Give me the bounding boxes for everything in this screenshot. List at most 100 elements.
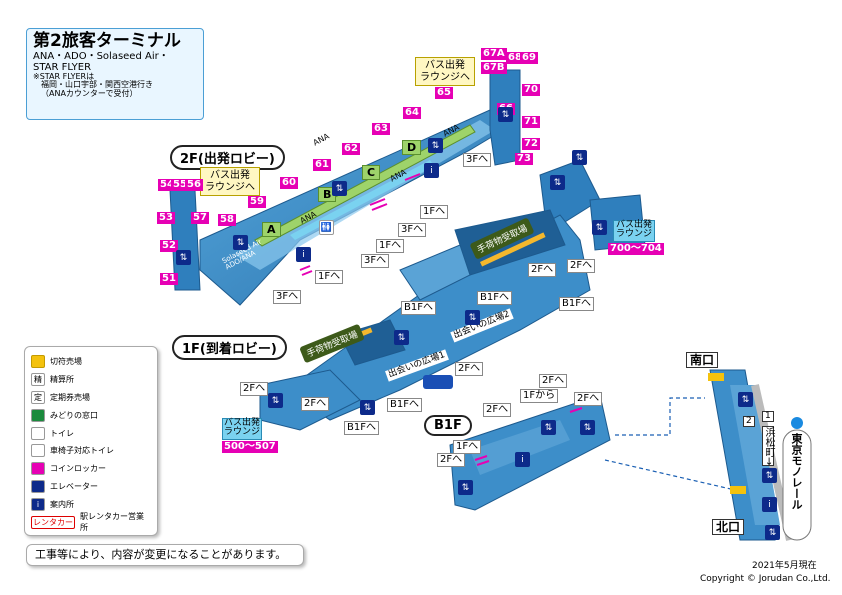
dashed-connectors — [604, 397, 736, 491]
bus-lounge-tag-left: バス出発 ラウンジへ — [200, 167, 260, 196]
legend-item: エレベーター — [31, 478, 151, 496]
track-2-label: 2 — [743, 416, 755, 427]
gate-53: 53 — [157, 212, 175, 224]
gate-72: 72 — [522, 138, 540, 150]
gate-68: 68 — [506, 52, 524, 64]
elevator-icon: ⇅ — [458, 480, 473, 495]
gate-62: 62 — [342, 143, 360, 155]
airlines-line2: STAR FLYER — [33, 61, 92, 73]
escalator-marks — [299, 173, 583, 466]
direction-d-2f-f: 2Fへ — [539, 374, 568, 388]
note-line1: ※STAR FLYERは — [33, 71, 95, 81]
footer-date: 2021年5月現在 — [752, 561, 817, 571]
elevator-icon: ⇅ — [360, 400, 375, 415]
elevator-icon: ⇅ — [498, 107, 513, 122]
direction-d-1f-c: 1Fへ — [315, 270, 344, 284]
note-line2: 福岡・山口宇部・関西空港行き — [41, 80, 153, 90]
gate-63: 63 — [372, 123, 390, 135]
legend-item: みどりの窓口 — [31, 406, 151, 424]
legend-label: コインロッカー — [50, 464, 106, 474]
direction-d-3f-c: 3Fへ — [361, 254, 390, 268]
bus-lounge-bottom: バス出発 ラウンジ — [222, 418, 262, 440]
toilet-icon: 🚻 — [319, 220, 334, 235]
airlines-line1: ANA・ADO・Solaseed Air・ — [33, 50, 169, 62]
direction-d-3f-b: 3Fへ — [398, 223, 427, 237]
legend-panel: 切符売場精精算所定定期券売場みどりの窓口トイレ車椅子対応トイレコインロッカーエレ… — [24, 346, 158, 536]
coin-locker-icon — [31, 462, 45, 476]
track-1-label: 1 — [762, 411, 774, 422]
elevator-icon: ⇅ — [550, 175, 565, 190]
ticket-machine-icon — [31, 355, 45, 369]
info-icon: i — [515, 452, 530, 467]
elevator-icon: ⇅ — [233, 235, 248, 250]
gate-58: 58 — [218, 214, 236, 226]
legend-item: 精精算所 — [31, 371, 151, 389]
direction-d-2f-c: 2Fへ — [455, 362, 484, 376]
direction-d-2f-i: 2Fへ — [574, 392, 603, 406]
direction-d-2f-a: 2Fへ — [567, 259, 596, 273]
gate-73: 73 — [515, 153, 533, 165]
elevator-icon: ⇅ — [332, 181, 347, 196]
direction-d-1f-b: 1Fへ — [376, 239, 405, 253]
legend-label: みどりの窓口 — [50, 410, 98, 420]
bus-icon — [423, 375, 453, 389]
legend-label: 切符売場 — [50, 357, 82, 367]
gate-52: 52 — [160, 240, 178, 252]
direction-d-b1-e: B1Fへ — [344, 421, 379, 435]
elevator-icon: ⇅ — [765, 525, 780, 540]
counter-a: A — [262, 222, 281, 237]
note-line3: （ANAカウンターで受付） — [41, 89, 138, 99]
midori-window-icon — [31, 408, 45, 422]
direction-label: 浜松町→ — [762, 426, 774, 467]
south-exit-label: 南口 — [686, 352, 719, 368]
floor-label-b1f: B1F — [424, 415, 472, 436]
floor-label-1f: 1F(到着ロビー) — [172, 335, 287, 360]
info-icon: i — [31, 497, 45, 511]
accessible-toilet-icon — [31, 444, 45, 458]
gate-70: 70 — [522, 84, 540, 96]
legend-item: 定定期券売場 — [31, 389, 151, 407]
legend-label: 定期券売場 — [50, 392, 90, 402]
elevator-icon: ⇅ — [738, 392, 753, 407]
bus-lounge-tag-top: バス出発 ラウンジへ — [415, 57, 475, 86]
rental-car-icon: レンタカー — [31, 515, 75, 529]
ticket-machine-icon — [730, 486, 746, 494]
elevator-icon: ⇅ — [762, 468, 777, 483]
commuter-pass-icon: 定 — [31, 390, 45, 404]
terminal-title: 第2旅客ターミナル — [33, 31, 181, 51]
legend-label: 駅レンタカー営業所 — [80, 512, 144, 533]
gate-71: 71 — [522, 116, 540, 128]
elevator-icon: ⇅ — [428, 138, 443, 153]
direction-d-b1-c: B1Fへ — [401, 301, 436, 315]
monorail-line — [782, 417, 812, 541]
legend-item: 切符売場 — [31, 353, 151, 371]
direction-d-1f-d: 1Fへ — [453, 440, 482, 454]
info-icon: i — [424, 163, 439, 178]
toilet-icon — [31, 426, 45, 440]
legend-label: トイレ — [50, 428, 74, 438]
direction-d-1f-a: 1Fへ — [420, 205, 449, 219]
gate-65: 65 — [435, 87, 453, 99]
monorail-line-label: 東京モノレール — [790, 433, 803, 510]
gate-67a: 67A — [481, 48, 507, 60]
fare-adjust-icon: 精 — [31, 373, 45, 387]
direction-d-2f-e: 2Fへ — [301, 397, 330, 411]
elevator-icon: ⇅ — [176, 250, 191, 265]
bus-lounge-right: バス出発 ラウンジ — [613, 220, 655, 242]
legend-item: i 案内所 — [31, 495, 151, 513]
legend-item: トイレ — [31, 424, 151, 442]
gate-64: 64 — [403, 107, 421, 119]
legend-label: エレベーター — [50, 481, 98, 491]
ticket-machine-icon — [708, 373, 724, 381]
gate-57: 57 — [191, 212, 209, 224]
direction-d-3f-a: 3Fへ — [463, 153, 492, 167]
elevator-icon: ⇅ — [268, 393, 283, 408]
direction-d-2f-d: 2Fへ — [240, 382, 269, 396]
gate-56: 56 — [185, 179, 203, 191]
legend-item: コインロッカー — [31, 460, 151, 478]
legend-label: 案内所 — [50, 499, 74, 509]
elevator-icon: ⇅ — [592, 220, 607, 235]
elevator-icon: ⇅ — [541, 420, 556, 435]
north-exit-label: 北口 — [712, 519, 745, 535]
elevator-icon: ⇅ — [394, 330, 409, 345]
